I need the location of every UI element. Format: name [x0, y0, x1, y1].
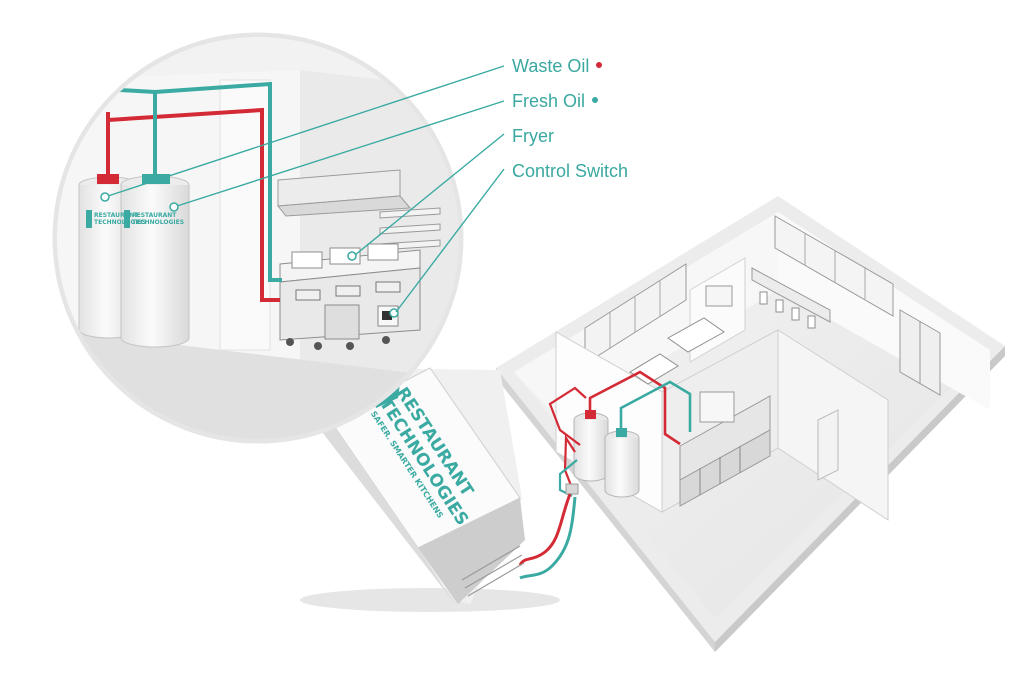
tank2-brand-line1: RESTAURANT	[132, 212, 177, 219]
waste-oil-label: Waste Oil	[512, 56, 590, 76]
fryer-leader	[354, 133, 505, 256]
oil-truck: RESTAURANT TECHNOLOGIES SAFER. SMARTER K…	[300, 367, 560, 612]
waste-oil-color-dot	[596, 62, 603, 69]
callout-control-switch: Control Switch	[512, 160, 628, 182]
building-cutaway	[496, 196, 1005, 652]
tank1-brand-line1: RESTAURANT	[94, 212, 139, 219]
control-switch-leader	[395, 168, 505, 313]
fresh-oil-color-dot	[592, 97, 599, 104]
control-switch-label: Control Switch	[512, 161, 629, 181]
callout-fryer: Fryer	[512, 125, 554, 147]
callout-waste-oil: Waste Oil	[512, 55, 603, 77]
waste-oil-leader	[107, 65, 505, 197]
fryer-label: Fryer	[512, 126, 554, 146]
magnified-inset: RESTAURANT TECHNOLOGIES RESTAURANT TECHN…	[52, 32, 464, 444]
callout-leader-lines	[107, 65, 505, 313]
oil-hoses	[518, 493, 577, 580]
tank2-brand-line2: TECHNOLOGIES	[132, 219, 184, 226]
fresh-oil-label: Fresh Oil	[512, 91, 586, 111]
tank1-brand-line2: TECHNOLOGIES	[94, 219, 146, 226]
fresh-oil-leader	[176, 100, 505, 207]
callout-fresh-oil: Fresh Oil	[512, 90, 599, 112]
